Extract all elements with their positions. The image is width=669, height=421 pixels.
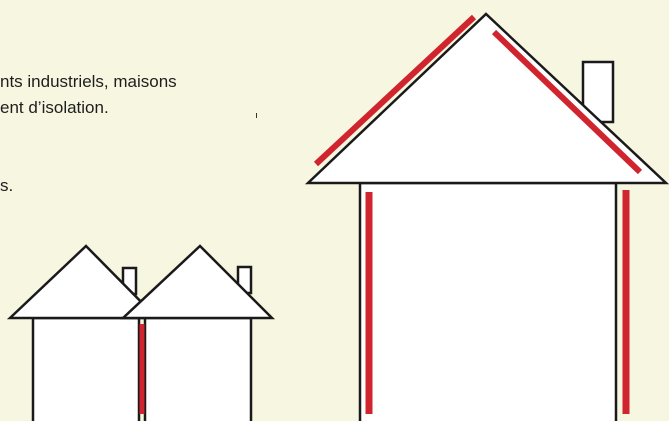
- large-house: [308, 14, 666, 421]
- small-house-right-wall: [145, 318, 251, 421]
- large-house-wall: [360, 183, 616, 421]
- small-house-left: [10, 246, 157, 421]
- small-house-right: [123, 246, 272, 421]
- small-house-left-wall: [33, 318, 139, 421]
